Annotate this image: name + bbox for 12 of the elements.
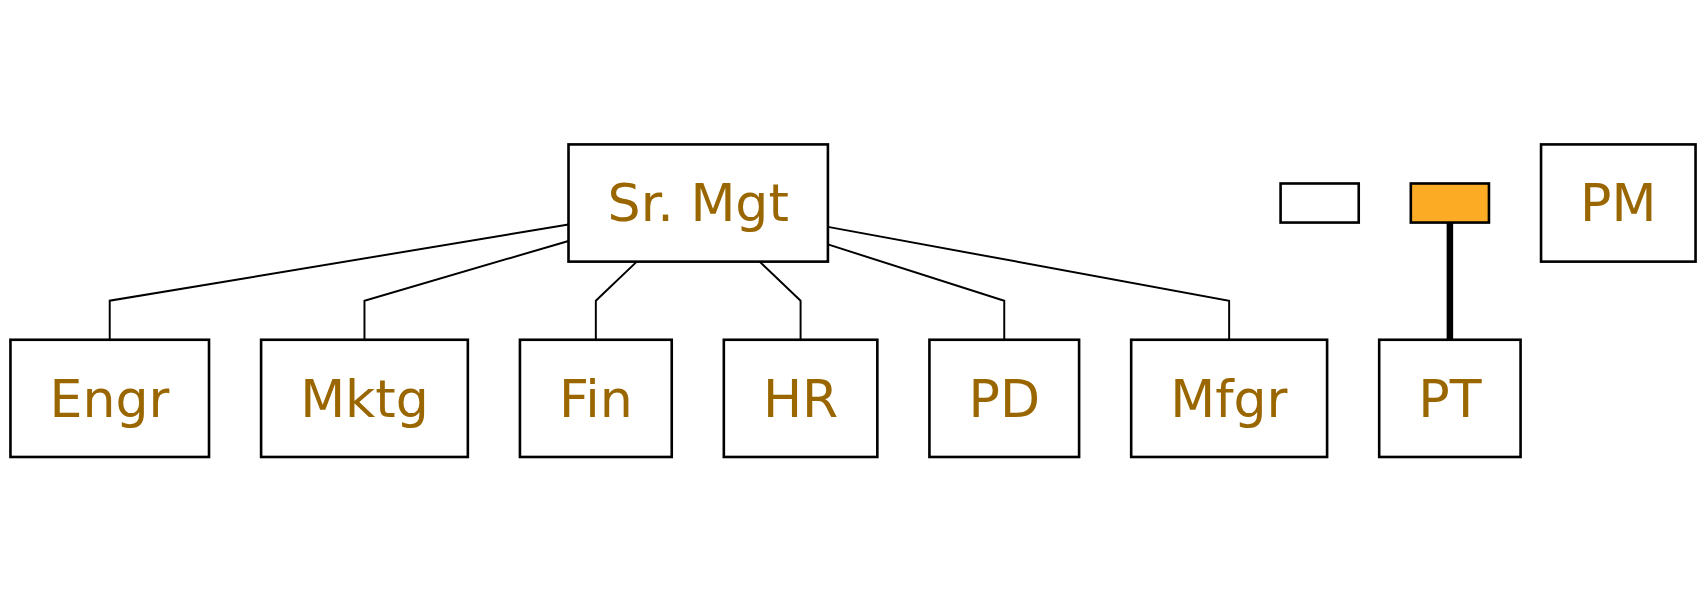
node-box: [1279, 182, 1360, 224]
node-box: PD: [928, 338, 1081, 459]
node-box: PT: [1377, 338, 1522, 459]
node-box: Sr. Mgt: [567, 142, 830, 263]
node-box: Fin: [518, 338, 674, 459]
node-box: Mktg: [259, 338, 470, 459]
connector: [1446, 222, 1454, 340]
node-box: HR: [722, 338, 879, 459]
node-box: [1409, 182, 1491, 224]
node-box: Engr: [9, 338, 211, 459]
node-box: Mfgr: [1129, 338, 1329, 459]
node-box: PM: [1539, 142, 1697, 263]
